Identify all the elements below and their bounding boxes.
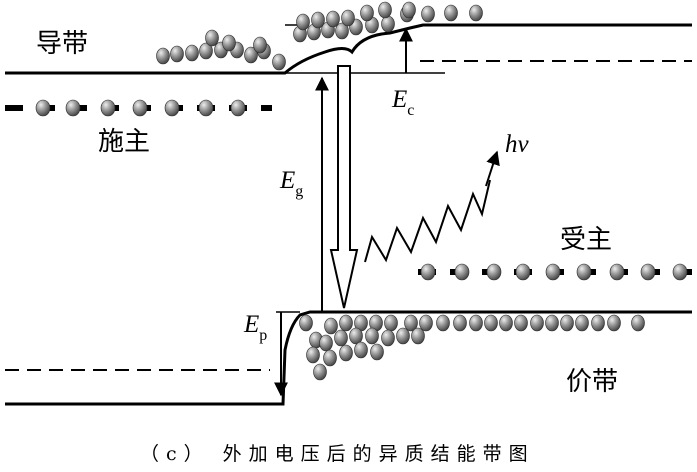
hole <box>382 330 395 346</box>
hole <box>454 315 467 331</box>
hole <box>397 328 410 344</box>
hole <box>324 350 337 366</box>
electron <box>470 5 483 21</box>
acceptor-particle <box>673 264 687 280</box>
recombination-arrow <box>331 66 357 308</box>
ec-label: Ec <box>391 86 414 119</box>
hole <box>340 315 353 331</box>
acceptor-particle <box>610 264 624 280</box>
hole <box>325 318 338 334</box>
hole <box>608 315 621 331</box>
electron <box>445 5 458 21</box>
hole <box>632 315 645 331</box>
electron <box>223 35 236 51</box>
photon-arrow <box>486 152 497 186</box>
donor-particle <box>36 100 50 116</box>
donor-particle <box>165 100 179 116</box>
hole <box>307 347 320 363</box>
electron <box>379 2 392 18</box>
acceptor-particles <box>421 264 687 280</box>
donor-label: 施主 <box>98 127 150 157</box>
hole <box>546 315 559 331</box>
hole <box>320 335 333 351</box>
hole <box>485 315 498 331</box>
hole <box>420 315 433 331</box>
hole <box>531 315 544 331</box>
electron <box>312 12 325 28</box>
electron <box>361 5 374 21</box>
electron <box>403 2 416 18</box>
acceptor-particle <box>641 264 655 280</box>
eg-label: Eg <box>279 167 303 200</box>
hole <box>592 315 605 331</box>
donor-particle <box>66 100 80 116</box>
photon-emission-wave <box>365 180 490 262</box>
conduction-electrons <box>157 2 483 70</box>
ep-label: Ep <box>243 311 267 344</box>
hole <box>515 315 528 331</box>
electron <box>327 11 340 27</box>
hole <box>561 315 574 331</box>
hole <box>340 345 353 361</box>
photon-label: hν <box>505 131 530 158</box>
acceptor-particle <box>546 264 560 280</box>
hole <box>385 315 398 331</box>
hole <box>437 315 450 331</box>
donor-particle <box>199 100 213 116</box>
electron <box>254 37 267 53</box>
acceptor-label: 受主 <box>560 225 612 255</box>
electron <box>186 45 199 61</box>
donor-particle <box>101 100 115 116</box>
conduction-band-label: 导带 <box>36 29 88 59</box>
electron <box>273 54 286 70</box>
electron <box>382 16 395 32</box>
electron <box>297 14 310 30</box>
hole <box>350 328 363 344</box>
hole <box>355 342 368 358</box>
electron <box>206 30 219 46</box>
electron <box>157 48 170 64</box>
hole <box>366 328 379 344</box>
hole <box>412 328 425 344</box>
hole <box>371 344 384 360</box>
donor-particle <box>133 100 147 116</box>
hole <box>576 315 589 331</box>
donor-particle <box>231 100 245 116</box>
acceptor-particle <box>421 264 435 280</box>
hole <box>300 315 313 331</box>
acceptor-particle <box>487 264 501 280</box>
acceptor-particle <box>455 264 469 280</box>
hole <box>314 364 327 380</box>
acceptor-particle <box>516 264 530 280</box>
electron <box>422 6 435 22</box>
electron <box>342 10 355 26</box>
acceptor-particle <box>577 264 591 280</box>
figure-caption: （c） 外加电压后的异质结能带图 <box>140 443 535 465</box>
hole <box>470 315 483 331</box>
valence-band-label: 价带 <box>566 367 618 397</box>
electron <box>171 46 184 62</box>
hole <box>500 315 513 331</box>
hole <box>335 330 348 346</box>
